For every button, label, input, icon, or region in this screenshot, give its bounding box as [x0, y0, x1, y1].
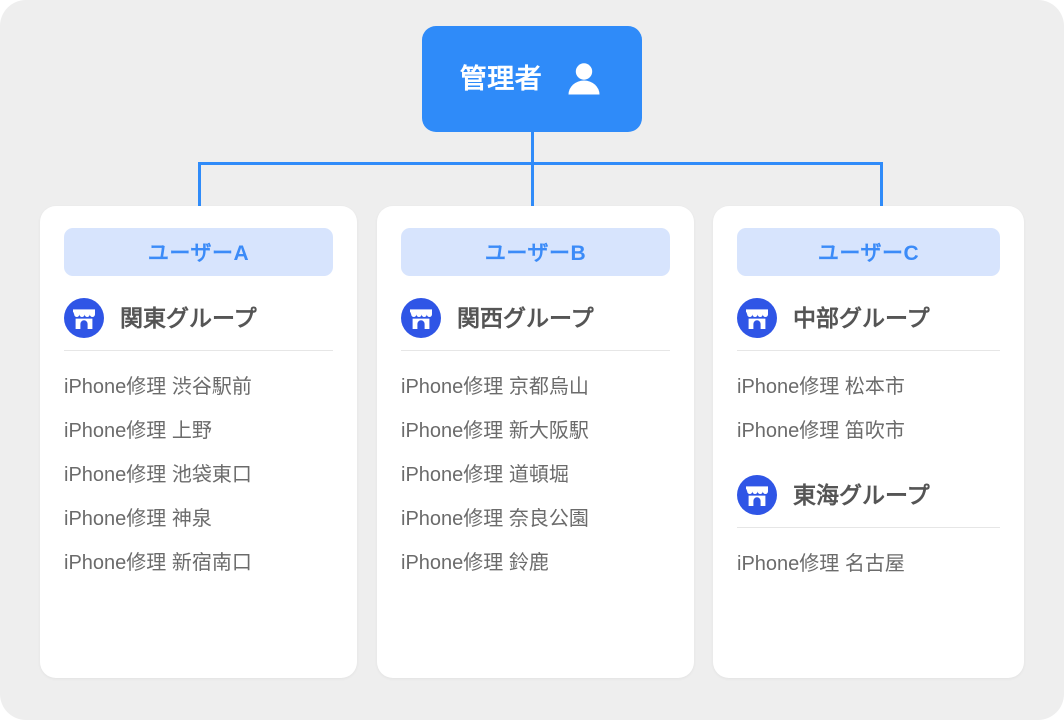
store-list: iPhone修理 名古屋	[737, 528, 1000, 586]
group-block: 中部グループ iPhone修理 松本市 iPhone修理 笛吹市	[737, 290, 1000, 453]
group-header[interactable]: 関東グループ	[64, 290, 333, 346]
admin-label: 管理者	[459, 63, 543, 94]
list-item[interactable]: iPhone修理 上野	[64, 420, 212, 442]
group-block: 関西グループ iPhone修理 京都烏山 iPhone修理 新大阪駅 iPhon…	[401, 290, 670, 585]
user-card-b[interactable]: ユーザーB 関西グループ iPhone修理 京都烏山 iPhone修理 新大阪駅	[377, 206, 694, 678]
list-item[interactable]: iPhone修理 奈良公園	[401, 508, 589, 530]
list-item[interactable]: iPhone修理 名古屋	[737, 553, 905, 575]
list-item[interactable]: iPhone修理 鈴鹿	[401, 552, 549, 574]
user-badge-a[interactable]: ユーザーA	[64, 228, 333, 276]
list-item[interactable]: iPhone修理 新大阪駅	[401, 420, 589, 442]
list-item[interactable]: iPhone修理 新宿南口	[64, 552, 252, 574]
connector-branch-c	[880, 162, 883, 208]
user-badge-label: ユーザーC	[817, 242, 920, 265]
group-name: 中部グループ	[793, 304, 930, 331]
group-divider	[737, 350, 1000, 351]
list-item[interactable]: iPhone修理 松本市	[737, 376, 905, 398]
storefront-icon	[737, 475, 777, 515]
storefront-icon	[737, 298, 777, 338]
list-item[interactable]: iPhone修理 神泉	[64, 508, 212, 530]
group-divider	[401, 350, 670, 351]
list-item[interactable]: iPhone修理 池袋東口	[64, 464, 252, 486]
group-divider	[64, 350, 333, 351]
connector-branch-b	[531, 162, 534, 208]
group-block: 東海グループ iPhone修理 名古屋	[737, 467, 1000, 586]
group-header[interactable]: 中部グループ	[737, 290, 1000, 346]
list-item[interactable]: iPhone修理 道頓堀	[401, 464, 569, 486]
person-icon	[564, 59, 604, 99]
list-item[interactable]: iPhone修理 渋谷駅前	[64, 376, 252, 398]
group-name: 関東グループ	[120, 304, 257, 331]
admin-node[interactable]: 管理者	[422, 26, 642, 132]
connector-branch-a	[198, 162, 201, 208]
group-header[interactable]: 東海グループ	[737, 467, 1000, 523]
storefront-icon	[401, 298, 441, 338]
store-list: iPhone修理 松本市 iPhone修理 笛吹市	[737, 351, 1000, 453]
group-divider	[737, 527, 1000, 528]
user-badge-b[interactable]: ユーザーB	[401, 228, 670, 276]
user-badge-c[interactable]: ユーザーC	[737, 228, 1000, 276]
list-item[interactable]: iPhone修理 笛吹市	[737, 420, 905, 442]
storefront-icon	[64, 298, 104, 338]
user-badge-label: ユーザーB	[484, 242, 587, 265]
user-badge-label: ユーザーA	[147, 242, 250, 265]
user-card-c[interactable]: ユーザーC 中部グループ iPhone修理 松本市 iPhone修理 笛吹市	[713, 206, 1024, 678]
user-card-a[interactable]: ユーザーA 関東グループ iPhone修理 渋谷駅前 iPhone修理 上野	[40, 206, 357, 678]
group-name: 関西グループ	[457, 304, 594, 331]
group-name: 東海グループ	[793, 481, 930, 508]
list-item[interactable]: iPhone修理 京都烏山	[401, 376, 589, 398]
store-list: iPhone修理 京都烏山 iPhone修理 新大阪駅 iPhone修理 道頓堀…	[401, 351, 670, 585]
store-list: iPhone修理 渋谷駅前 iPhone修理 上野 iPhone修理 池袋東口 …	[64, 351, 333, 585]
group-header[interactable]: 関西グループ	[401, 290, 670, 346]
group-block: 関東グループ iPhone修理 渋谷駅前 iPhone修理 上野 iPhone修…	[64, 290, 333, 585]
connector-admin-stem	[531, 132, 534, 165]
connector-horizontal-bar	[198, 162, 883, 165]
